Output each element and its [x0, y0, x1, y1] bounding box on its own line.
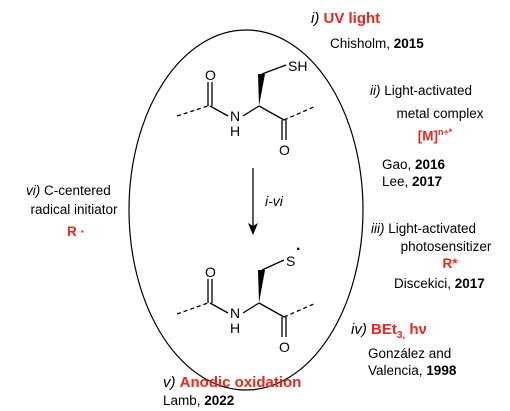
- method-iv-citation-1: González and: [368, 346, 452, 361]
- method-iii-highlight-line: R*: [420, 255, 480, 272]
- method-iii-numeral: iii): [371, 221, 385, 236]
- method-ii: ii) Light-activated: [370, 82, 472, 99]
- method-ii-highlight-sup: n+*: [437, 127, 453, 137]
- cysteine-thiol-structure: [176, 64, 317, 140]
- n-calpha-bond-b: [242, 302, 260, 314]
- method-iii: iii) Light-activated: [371, 220, 476, 237]
- top-amide-o: O: [205, 67, 216, 83]
- left-chain-dash: [176, 105, 209, 117]
- reaction-arrow-head: [248, 223, 258, 235]
- method-iii-citation-text: Discekici, 2017: [394, 276, 485, 291]
- method-ii-numeral: ii): [370, 83, 381, 98]
- c-n-bond-b: [209, 302, 229, 314]
- bottom-nh-h: H: [230, 320, 240, 336]
- method-vi-text2-line: radical initiator: [14, 201, 134, 218]
- method-vi-highlight-line: R ·: [46, 223, 106, 240]
- method-iv-citation-2: Valencia, 1998: [368, 363, 457, 378]
- method-v-citation-text: Lamb, 2022: [163, 393, 235, 408]
- method-v-numeral: v): [163, 374, 176, 391]
- method-v: v) Anodic oxidation: [163, 374, 301, 391]
- calpha-cco-bond: [258, 105, 285, 121]
- method-iii-text: Light-activated: [388, 221, 477, 236]
- method-vi-numeral: vi): [26, 183, 41, 198]
- calpha-cco-bond-b: [258, 302, 285, 318]
- top-thiol-label: SH: [288, 58, 307, 74]
- method-ii-citation-2: Lee, 2017: [382, 174, 443, 189]
- stereo-wedge-bottom: [258, 270, 265, 303]
- method-i-citation-text: Chisholm, 2015: [330, 36, 424, 51]
- method-iv: iv) BEt3, hν: [351, 321, 427, 344]
- method-i: i) UV light: [311, 10, 380, 27]
- top-carbonyl-o: O: [279, 142, 290, 158]
- method-ii-highlight-line: [M]n+*: [385, 124, 485, 145]
- bottom-carbonyl-o: O: [279, 339, 290, 355]
- method-vi-highlight: R ·: [67, 224, 85, 239]
- method-iv-highlight: BEt3, hν: [371, 321, 427, 341]
- method-ii-citations: Gao, 2016 Lee, 2017: [382, 156, 445, 190]
- ch2-s-bond-b: [261, 259, 285, 271]
- thiyl-radical-structure: [176, 259, 317, 337]
- method-ii-text2-line: metal complex: [380, 105, 500, 122]
- right-chain-dash: [283, 105, 317, 121]
- method-ii-highlight: [M]: [417, 128, 438, 144]
- method-i-citation: Chisholm, 2015: [330, 35, 424, 52]
- method-vi-text: C-centered: [44, 183, 111, 198]
- method-ii-text: Light-activated: [384, 83, 473, 98]
- method-iii-text2: photosensitizer: [400, 239, 492, 254]
- method-iii-text2-line: photosensitizer: [385, 238, 507, 255]
- right-chain-dash-b: [283, 302, 317, 318]
- method-iv-citations: González and Valencia, 1998: [368, 345, 456, 379]
- bottom-amide-o: O: [205, 264, 216, 280]
- method-i-numeral: i): [311, 10, 320, 27]
- arrow-label: i-vi: [265, 193, 284, 209]
- method-i-highlight: UV light: [323, 10, 381, 27]
- method-iii-citation: Discekici, 2017: [394, 275, 485, 292]
- method-vi: vi) C-centered: [26, 182, 111, 199]
- method-ii-citation-1: Gao, 2016: [382, 157, 446, 172]
- top-n: N: [230, 108, 240, 124]
- bottom-radical-dot: ·: [296, 241, 301, 258]
- enclosing-ellipse: [128, 29, 364, 391]
- top-nh-h: H: [230, 123, 240, 139]
- bottom-radical-s: S: [286, 253, 295, 269]
- method-iv-numeral: iv): [351, 321, 367, 338]
- method-ii-text2: metal complex: [396, 106, 484, 121]
- bottom-n: N: [230, 305, 240, 321]
- ch2-s-bond: [261, 64, 287, 75]
- c-n-bond: [209, 105, 229, 117]
- method-v-citation: Lamb, 2022: [163, 392, 234, 409]
- method-vi-text2: radical initiator: [30, 202, 118, 217]
- left-chain-dash-b: [176, 302, 209, 315]
- method-v-highlight: Anodic oxidation: [179, 374, 302, 391]
- stereo-wedge-top: [258, 74, 265, 106]
- n-calpha-bond: [242, 105, 260, 117]
- method-iii-highlight: R*: [442, 256, 458, 271]
